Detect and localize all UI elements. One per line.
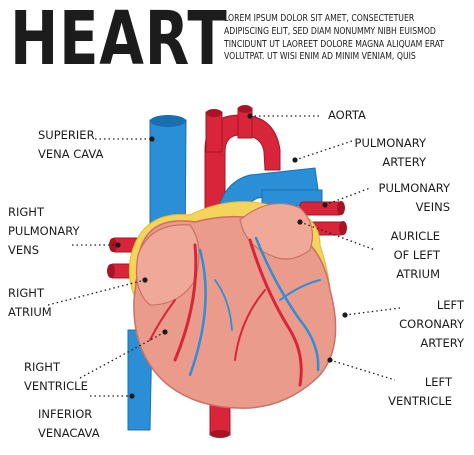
- label-pulmonary-artery: PULMONARY ARTERY: [354, 136, 426, 169]
- page-title: HEART: [10, 0, 228, 82]
- left-pulmonary-vein-1: [299, 201, 343, 216]
- label-right-atrium: RIGHT ATRIUM: [8, 286, 52, 319]
- label-aorta: AORTA: [328, 108, 366, 122]
- label-superior-vena-cava: SUPERIER VENA CAVA: [38, 128, 104, 161]
- label-inferior-vena-cava: INFERIOR VENACAVA: [38, 407, 100, 440]
- label-right-pulmonary-veins: RIGHT PULMONARY VENS: [8, 205, 80, 257]
- label-left-ventricle: LEFT VENTRICLE: [388, 375, 452, 408]
- label-auricle-left-atrium: AURICLE OF LEFT ATRIUM: [390, 229, 440, 281]
- label-left-coronary-artery: LEFT CORONARY ARTERY: [399, 298, 464, 350]
- label-right-ventricle: RIGHT VENTRICLE: [24, 360, 88, 393]
- label-pulmonary-veins: PULMONARY VEINS: [378, 181, 450, 214]
- intro-text: LOREM IPSUM DOLOR SIT AMET, CONSECTETUER…: [224, 13, 445, 63]
